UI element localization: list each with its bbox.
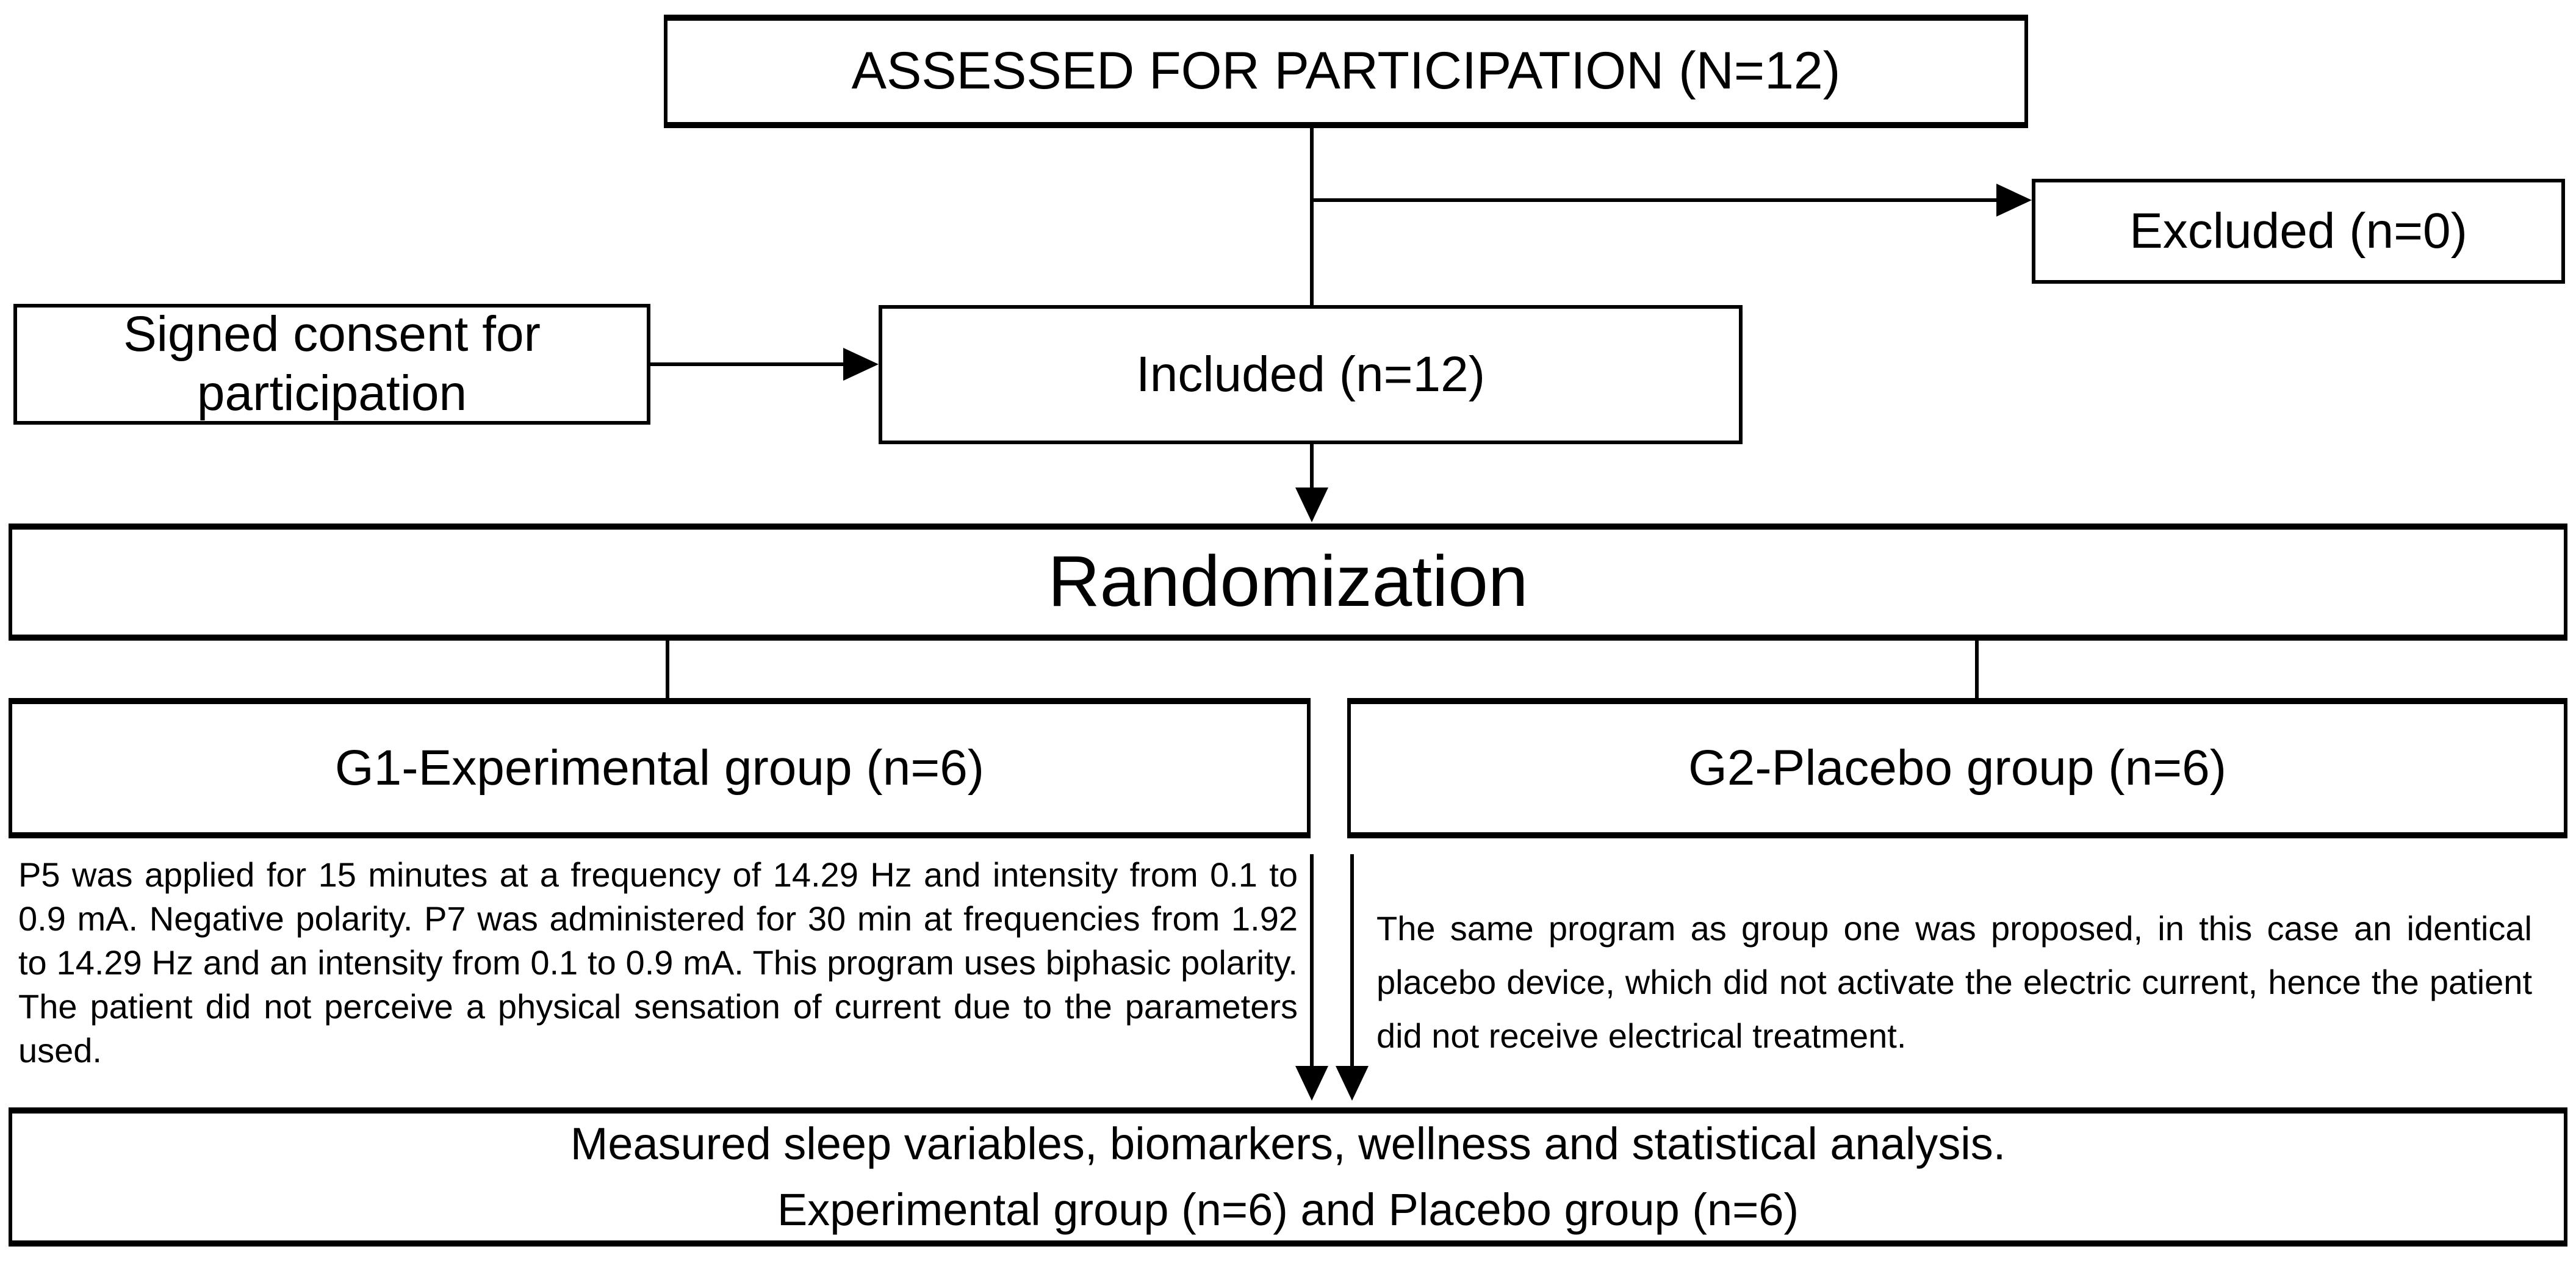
outcome-line-2: Experimental group (n=6) and Placebo gro…	[777, 1184, 1799, 1235]
consent-box: Signed consent for participation	[13, 304, 650, 425]
placebo-group-description: The same program as group one was propos…	[1376, 909, 2532, 1055]
included-box: Included (n=12)	[879, 305, 1743, 444]
assessed-box: ASSESSED FOR PARTICIPATION (N=12)	[664, 15, 2028, 128]
included-label: Included (n=12)	[1135, 346, 1486, 402]
placebo-group-label: G2-Placebo group (n=6)	[1688, 739, 2227, 796]
outcome-box: Measured sleep variables, biomarkers, we…	[9, 1107, 2567, 1247]
excluded-label: Excluded (n=0)	[2129, 203, 2467, 259]
excluded-box: Excluded (n=0)	[2032, 179, 2565, 284]
arrowhead-excluded	[1996, 184, 2032, 217]
placebo-group-box: G2-Placebo group (n=6)	[1347, 698, 2567, 838]
arrowhead-outcome-right	[1336, 1066, 1369, 1101]
consent-label: Signed consent for participation	[123, 306, 541, 421]
randomization-label: Randomization	[1048, 541, 1528, 622]
experimental-group-label: G1-Experimental group (n=6)	[334, 739, 985, 796]
arrowhead-included	[843, 348, 879, 381]
arrowhead-outcome-left	[1295, 1066, 1328, 1101]
randomization-box: Randomization	[9, 524, 2567, 641]
outcome-line-1: Measured sleep variables, biomarkers, we…	[570, 1118, 2006, 1169]
arrowhead-randomization	[1295, 488, 1328, 522]
experimental-group-description: P5 was applied for 15 minutes at a frequ…	[18, 855, 1298, 1070]
assessed-label: ASSESSED FOR PARTICIPATION (N=12)	[851, 41, 1841, 101]
experimental-group-box: G1-Experimental group (n=6)	[9, 698, 1311, 838]
